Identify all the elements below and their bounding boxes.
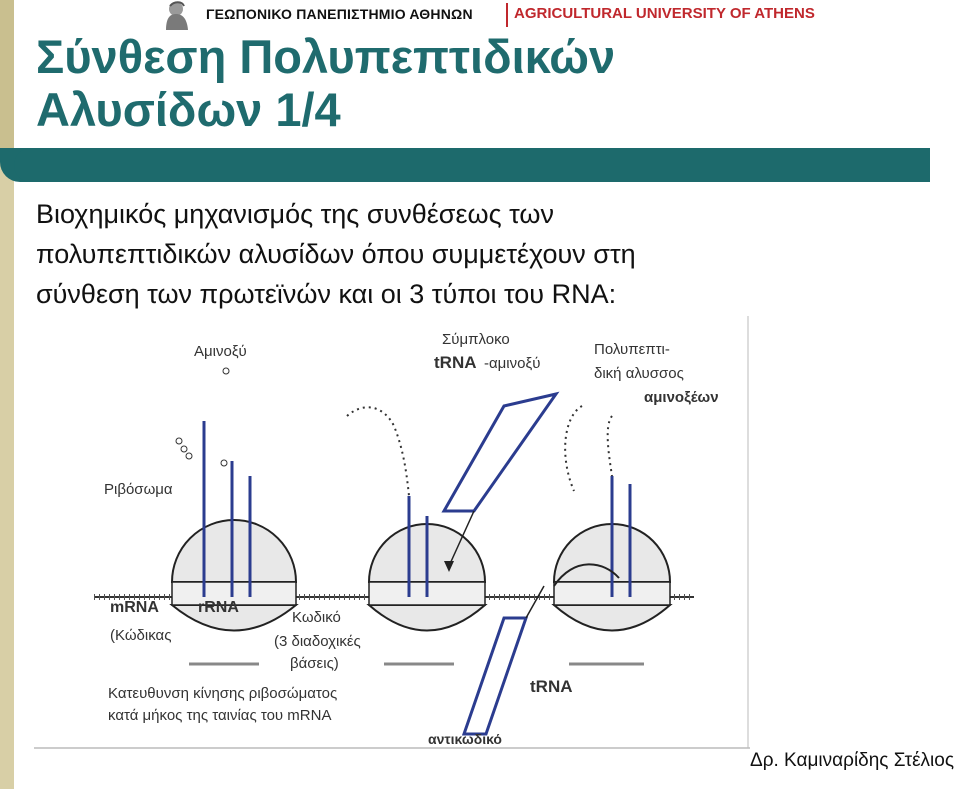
university-logo: ΓΕΩΠΟΝΙΚΟ ΠΑΝΕΠΙΣΤΗΜΙΟ ΑΘΗΝΩΝ AGRICULTUR… bbox=[160, 0, 820, 30]
label-mrna-sub: (Κώδικας bbox=[110, 627, 171, 644]
label-complex-trna: tRNA bbox=[434, 353, 477, 372]
label-amino-acids: αμινοξέων bbox=[644, 389, 719, 406]
label-mrna: mRNA bbox=[110, 599, 159, 616]
label-codon-3: βάσεις) bbox=[290, 655, 339, 672]
slide-title-line1: Σύνθεση Πολυπεπτιδικών bbox=[36, 30, 615, 83]
label-codon-2: (3 διαδοχικές bbox=[274, 633, 361, 650]
label-movement-1: Κατευθυνση κίνησης ριβοσώματος bbox=[108, 685, 337, 702]
logo-divider bbox=[506, 3, 508, 27]
label-codon-1: Κωδικό bbox=[292, 609, 341, 626]
body-line-2: πολυπεπτιδικών αλυσίδων όπου συμμετέχουν… bbox=[36, 239, 636, 269]
label-polypept-1: Πολυπεπτι- bbox=[594, 341, 670, 358]
label-complex-2: -αμινοξύ bbox=[484, 355, 540, 372]
university-name-greek: ΓΕΩΠΟΝΙΚΟ ΠΑΝΕΠΙΣΤΗΜΙΟ ΑΘΗΝΩΝ bbox=[206, 6, 473, 22]
left-decor-bar-top bbox=[0, 0, 14, 150]
label-polypept-2: δική αλυσσος bbox=[594, 365, 684, 382]
athena-figure-icon bbox=[160, 0, 194, 30]
body-line-3: σύνθεση των πρωτεϊνών και οι 3 τύποι του… bbox=[36, 279, 616, 309]
label-aminoxy: Αμινοξύ bbox=[194, 343, 247, 360]
slide-title: Σύνθεση Πολυπεπτιδικών Αλυσίδων 1/4 bbox=[36, 30, 916, 136]
label-movement-2: κατά μήκος της ταινίας του mRNA bbox=[108, 707, 331, 724]
title-underline-band bbox=[14, 148, 930, 182]
label-anticodon: αντικωδικό bbox=[428, 731, 502, 747]
slide-body-text: Βιοχημικός μηχανισμός της συνθέσεως των … bbox=[36, 194, 916, 314]
label-ribosome: Ριβόσωμα bbox=[104, 481, 173, 498]
label-rrna: rRNA bbox=[198, 599, 239, 616]
university-name-english: AGRICULTURAL UNIVERSITY OF ATHENS bbox=[514, 5, 815, 22]
protein-synthesis-diagram: Αμινοξύ Σύμπλοκο tRNA -αμινοξύ Πολυπεπτι… bbox=[34, 316, 750, 750]
footer-author: Δρ. Καμιναρίδης Στέλιος bbox=[750, 750, 954, 772]
label-trna: tRNA bbox=[530, 677, 573, 696]
body-line-1: Βιοχημικός μηχανισμός της συνθέσεως των bbox=[36, 199, 554, 229]
label-complex-1: Σύμπλοκο bbox=[442, 331, 510, 348]
slide-title-line2: Αλυσίδων 1/4 bbox=[36, 83, 341, 136]
